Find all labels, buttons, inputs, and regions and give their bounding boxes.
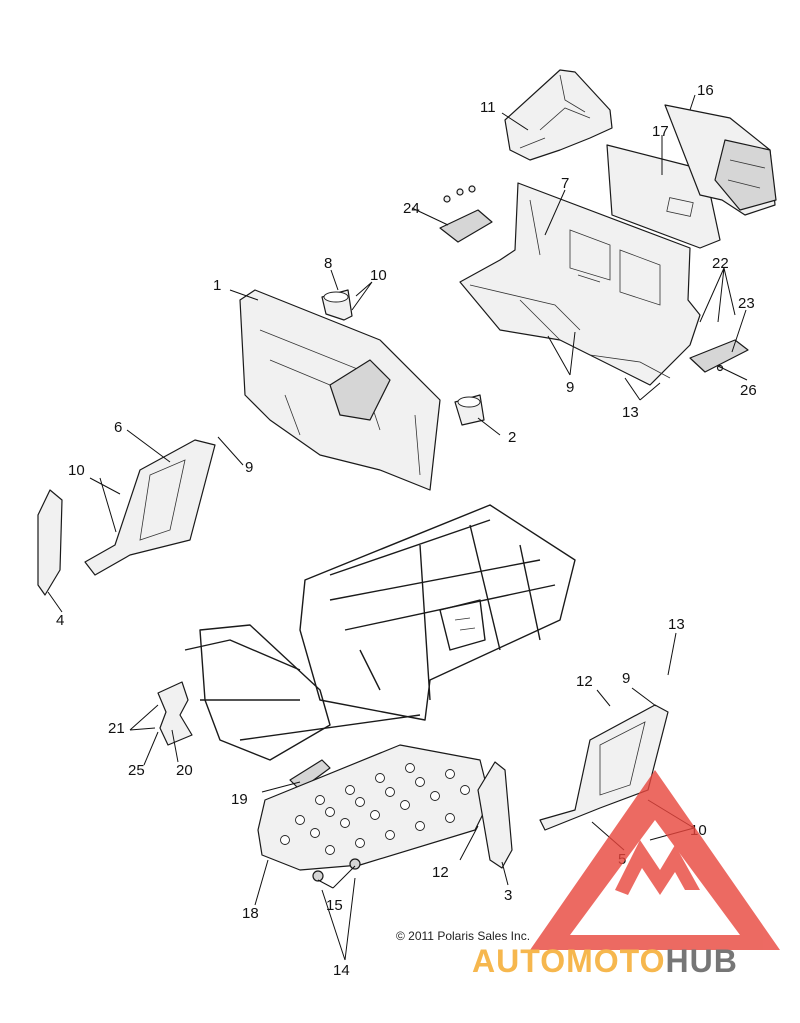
part-5-side-panel (539, 704, 669, 831)
callout-9-right: 9 (622, 670, 630, 687)
callout-12-right: 12 (576, 673, 593, 690)
part-3-trim (477, 761, 513, 869)
watermark-brand-part2: HUB (665, 943, 737, 979)
automotohub-watermark: AUTOMOTOHUB (472, 770, 780, 979)
part-24-clip (439, 185, 493, 243)
callout-7: 7 (561, 175, 569, 192)
callout-20: 20 (176, 762, 193, 779)
callout-19: 19 (231, 791, 248, 808)
part-6-side-panel (84, 439, 216, 576)
part-20-flap (157, 681, 193, 746)
callout-15: 15 (326, 897, 343, 914)
callout-23: 23 (738, 295, 755, 312)
callout-6: 6 (114, 419, 122, 436)
callout-2: 2 (508, 429, 516, 446)
callout-11: 11 (480, 99, 496, 116)
part-7-bulkhead (459, 182, 701, 386)
part-1-dash-panel (239, 289, 441, 491)
watermark-brand-part1: AUTOMOTO (472, 943, 665, 979)
callout-14: 14 (333, 962, 350, 979)
callout-16: 16 (697, 82, 714, 99)
callout-12-bottom: 12 (432, 864, 449, 881)
callout-26: 26 (740, 382, 757, 399)
callout-13-right: 13 (668, 616, 685, 633)
callout-21: 21 (108, 720, 125, 737)
callout-4: 4 (56, 612, 64, 629)
leader-lines (47, 94, 748, 961)
callout-3: 3 (504, 887, 512, 904)
skid-plate-holes (280, 763, 470, 855)
chassis-frame (184, 504, 576, 761)
part-11-rear-panel (504, 69, 613, 161)
watermark-inner-mark-icon (615, 840, 700, 895)
callout-9-center: 9 (566, 379, 574, 396)
watermark-triangle-icon (530, 770, 780, 950)
part-26-connector (689, 339, 749, 373)
callout-10-top: 10 (370, 267, 387, 284)
callout-8: 8 (324, 255, 332, 272)
callout-17: 17 (652, 123, 669, 140)
part-2-cup-holder (454, 394, 485, 426)
part-18-skid-plate (257, 744, 491, 882)
callout-10-left: 10 (68, 462, 85, 479)
callout-1: 1 (213, 277, 221, 294)
copyright-notice: © 2011 Polaris Sales Inc. (396, 929, 530, 943)
part-8-cup-holder (321, 289, 353, 321)
callout-24: 24 (403, 200, 420, 217)
part-4-trim (37, 489, 63, 596)
callout-labels: 1 2 3 4 5 6 7 8 9 9 9 10 10 10 11 12 12 … (56, 82, 757, 979)
callout-25: 25 (128, 762, 145, 779)
svg-text:AUTOMOTOHUB: AUTOMOTOHUB (472, 943, 738, 979)
callout-13-center: 13 (622, 404, 639, 421)
callout-18: 18 (242, 905, 259, 922)
part-16-seat-back (664, 104, 777, 216)
callout-22: 22 (712, 255, 729, 272)
callout-9-left: 9 (245, 459, 253, 476)
